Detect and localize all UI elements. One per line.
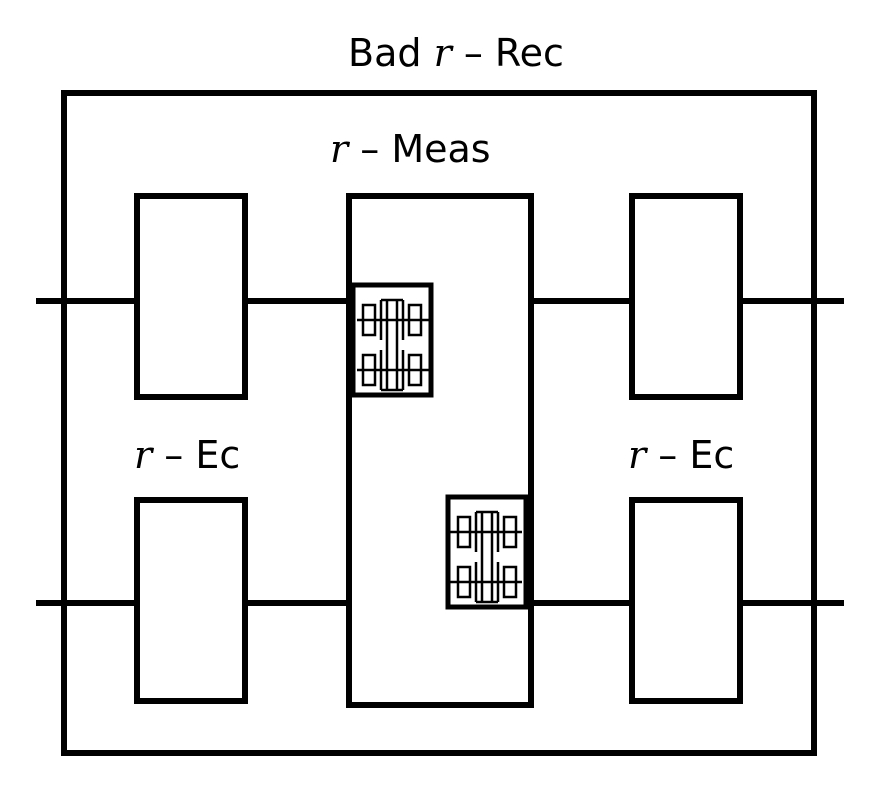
meas-box <box>346 193 534 708</box>
rec-title-var: r <box>433 31 452 75</box>
ec-box-bottom-left <box>134 497 248 704</box>
gadget-icon <box>350 282 434 398</box>
ec-label-right: r – Ec <box>628 436 734 474</box>
meas-label-var: r <box>330 127 349 171</box>
ec-label-left: r – Ec <box>134 436 240 474</box>
ec-label-right-suffix: – Ec <box>658 433 735 477</box>
rec-title-suffix: – Rec <box>463 31 564 75</box>
meas-label-suffix: – Meas <box>360 127 491 171</box>
ec-box-top-left <box>134 193 248 400</box>
meas-label: r – Meas <box>330 130 491 168</box>
ec-box-bottom-right <box>629 497 743 704</box>
rec-title-prefix: Bad <box>348 31 422 75</box>
gadget-icon <box>445 494 529 610</box>
ec-label-left-suffix: – Ec <box>164 433 241 477</box>
ec-label-left-var: r <box>134 433 153 477</box>
rec-title: Bad r – Rec <box>348 34 564 72</box>
ec-box-top-right <box>629 193 743 400</box>
ec-label-right-var: r <box>628 433 647 477</box>
outer-rec-box <box>61 90 817 756</box>
